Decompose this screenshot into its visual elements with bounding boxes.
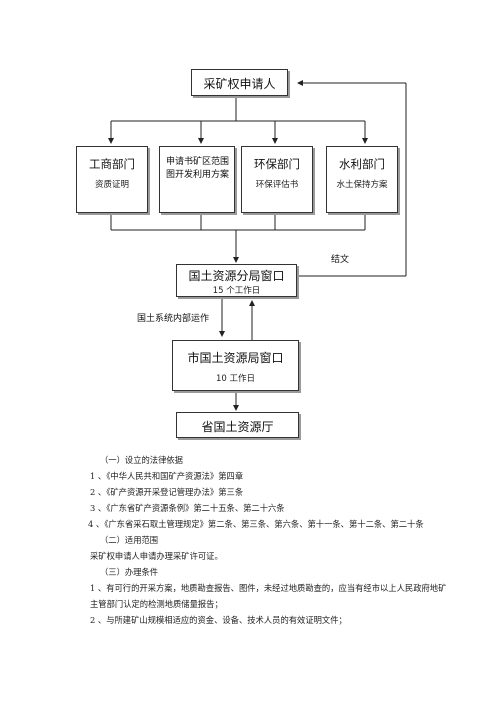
condition-item: 1 、有可行的开采方案，地质勘查报告、图件，未经过地质勘查的，应当有经市以上人民… bbox=[90, 583, 447, 609]
dept-commerce-doc: 资质证明 bbox=[94, 180, 129, 190]
dept-water-doc: 水土保持方案 bbox=[336, 180, 388, 190]
scope-heading: （二）适用范围 bbox=[100, 535, 159, 545]
dept-water-title: 水利部门 bbox=[339, 157, 385, 171]
branch-office-box: 国土资源分局窗口 15 个工作日 bbox=[176, 264, 297, 297]
applicant-label: 采矿权申请人 bbox=[203, 77, 276, 91]
dept-environment-doc: 环保评估书 bbox=[255, 180, 299, 190]
applicant-box: 采矿权申请人 bbox=[191, 69, 288, 96]
flowchart-connectors bbox=[108, 80, 407, 411]
reply-label: 结文 bbox=[331, 255, 350, 265]
province-box: 省国土资源厅 bbox=[176, 412, 299, 438]
condition-item: 2 、与所建矿山规模相适应的资金、设备、技术人员的有效证明文件； bbox=[90, 615, 347, 625]
dept-commerce-title: 工商部门 bbox=[89, 157, 135, 171]
dept-environment-title: 环保部门 bbox=[254, 157, 300, 171]
internal-operation-label: 国土系统内部运作 bbox=[137, 314, 210, 324]
document-body: （一）设立的法律依据 1 、《中华人民共和国矿产资源法》第四章 2 、《矿产资源… bbox=[88, 452, 450, 628]
dept-application-title: 申请书矿区范围图开发利用方案 bbox=[166, 157, 230, 180]
conditions-heading: （三）办理条件 bbox=[100, 567, 159, 577]
branch-office-days: 15 个工作日 bbox=[212, 286, 261, 296]
city-office-title: 市国土资源局窗口 bbox=[187, 351, 284, 365]
dept-commerce-box: 工商部门 资质证明 bbox=[76, 146, 148, 213]
law-item: 3 、《广东省矿产资源条例》第二十五条、第二十六条 bbox=[90, 503, 285, 513]
province-title: 省国土资源厅 bbox=[201, 420, 274, 434]
law-item: 4 、《广东省采石取土管理规定》第二条、第三条、第六条、第十一条、第十二条、第二… bbox=[88, 519, 424, 529]
dept-environment-box: 环保部门 环保评估书 bbox=[241, 146, 313, 213]
law-item: 1 、《中华人民共和国矿产资源法》第四章 bbox=[90, 471, 244, 481]
scope-text: 采矿权申请人申请办理采矿许可证。 bbox=[90, 551, 223, 561]
dept-water-box: 水利部门 水土保持方案 bbox=[326, 146, 398, 213]
legal-basis-heading: （一）设立的法律依据 bbox=[100, 455, 183, 465]
law-item: 2 、《矿产资源开采登记管理办法》第三条 bbox=[90, 487, 244, 497]
dept-application-box: 申请书矿区范围图开发利用方案 bbox=[159, 146, 235, 213]
city-office-days: 10 工作日 bbox=[215, 374, 256, 384]
city-office-box: 市国土资源局窗口 10 工作日 bbox=[172, 340, 299, 391]
branch-office-title: 国土资源分局窗口 bbox=[188, 269, 285, 283]
